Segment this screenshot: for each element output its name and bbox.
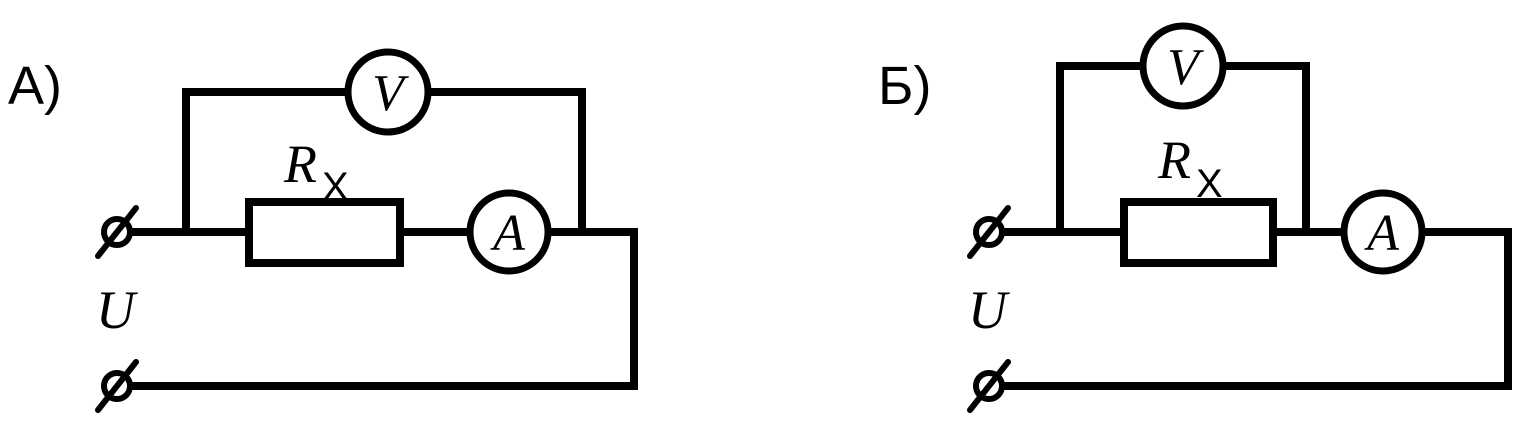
circuit-a-ammeter-label: A — [490, 205, 525, 262]
circuit-b: Б) V R X A U — [878, 22, 1512, 413]
circuit-a-terminal-top — [95, 205, 139, 259]
circuit-a-voltmeter: V — [344, 48, 432, 136]
circuit-a-top-wire — [182, 88, 586, 236]
circuit-b-voltmeter-label: V — [1167, 39, 1204, 96]
circuit-a: A) V R X A U — [8, 48, 638, 413]
circuit-b-terminal-top — [967, 205, 1011, 259]
circuit-b-main-wire — [1000, 228, 1512, 390]
circuit-a-terminal-bottom — [95, 359, 139, 413]
circuit-b-voltmeter: V — [1139, 22, 1227, 110]
circuit-a-resistor-label: R — [283, 134, 317, 194]
circuit-b-resistor-subscript: X — [1196, 162, 1223, 206]
circuit-a-source-label: U — [96, 280, 138, 340]
circuit-b-terminal-bottom — [967, 359, 1011, 413]
circuit-a-main-wire — [128, 228, 638, 390]
circuit-a-resistor-subscript: X — [322, 165, 349, 209]
circuit-a-caption: A) — [8, 56, 62, 116]
circuit-b-source-label: U — [968, 280, 1010, 340]
circuit-a-resistor: R X — [245, 134, 404, 267]
circuit-a-ammeter: A — [466, 189, 552, 275]
circuit-a-voltmeter-label: V — [372, 65, 409, 122]
circuit-b-ammeter: A — [1340, 189, 1426, 275]
circuit-b-caption: Б) — [878, 56, 931, 116]
circuit-b-resistor-label: R — [1157, 130, 1191, 190]
circuit-b-top-wire — [1056, 62, 1310, 236]
circuit-b-resistor: R X — [1120, 130, 1277, 267]
circuit-b-ammeter-label: A — [1364, 205, 1399, 262]
